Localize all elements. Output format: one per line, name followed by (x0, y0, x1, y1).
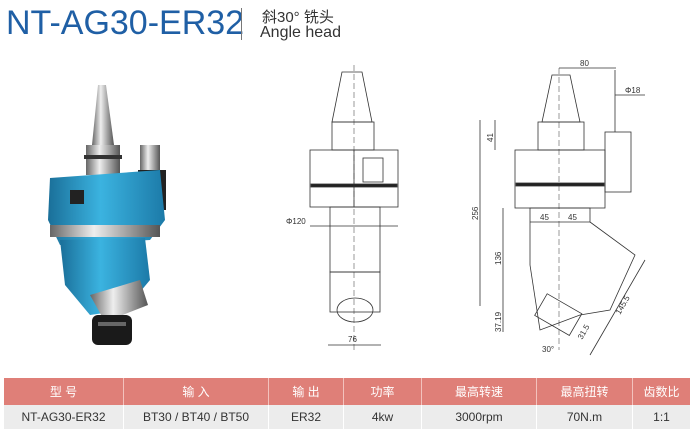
dim-right: 45 (568, 213, 577, 222)
title-divider (241, 8, 242, 40)
cell-max-speed: 3000rpm (421, 405, 537, 429)
dim-nose: 31.5 (576, 323, 592, 341)
cell-output: ER32 (268, 405, 344, 429)
spec-table: 型 号 输 入 输 出 功率 最高转速 最高扭转 齿数比 NT-AG30-ER3… (4, 378, 690, 429)
cell-ratio: 1:1 (632, 405, 690, 429)
col-max-speed: 最高转速 (421, 378, 537, 405)
col-max-torque: 最高扭转 (536, 378, 633, 405)
col-power: 功率 (343, 378, 422, 405)
dim-arm: 145.5 (614, 294, 632, 316)
front-view-drawing: Φ120 76 (286, 65, 399, 350)
cell-model: NT-AG30-ER32 (4, 405, 124, 429)
subtitle-en: Angle head (260, 24, 341, 41)
subtitle-cn: 斜30° 铣头 (262, 9, 334, 26)
page-title: NT-AG30-ER32 (6, 4, 245, 42)
dim-diameter: Φ120 (286, 217, 306, 226)
cell-power: 4kw (343, 405, 422, 429)
dim-total: 256 (471, 206, 480, 220)
dim-left: 45 (540, 213, 549, 222)
dim-offset: 80 (580, 59, 589, 68)
dim-angle: 30° (542, 345, 554, 354)
col-model: 型 号 (4, 378, 124, 405)
dim-shank: Φ18 (625, 86, 641, 95)
col-ratio: 齿数比 (632, 378, 690, 405)
dim-width: 76 (348, 335, 357, 344)
cell-input: BT30 / BT40 / BT50 (123, 405, 269, 429)
side-view-drawing: 80 Φ18 41 256 45 45 136 37.19 31.5 145.5… (471, 59, 646, 356)
col-output: 输 出 (268, 378, 344, 405)
product-photo (48, 85, 166, 345)
dim-top: 41 (486, 133, 495, 142)
dim-bottom: 37.19 (494, 311, 503, 332)
dim-mid: 136 (494, 251, 503, 265)
table-header-row: 型 号 输 入 输 出 功率 最高转速 最高扭转 齿数比 (4, 378, 690, 405)
table-row: NT-AG30-ER32 BT30 / BT40 / BT50 ER32 4kw… (4, 405, 690, 429)
col-input: 输 入 (123, 378, 269, 405)
cell-max-torque: 70N.m (536, 405, 633, 429)
